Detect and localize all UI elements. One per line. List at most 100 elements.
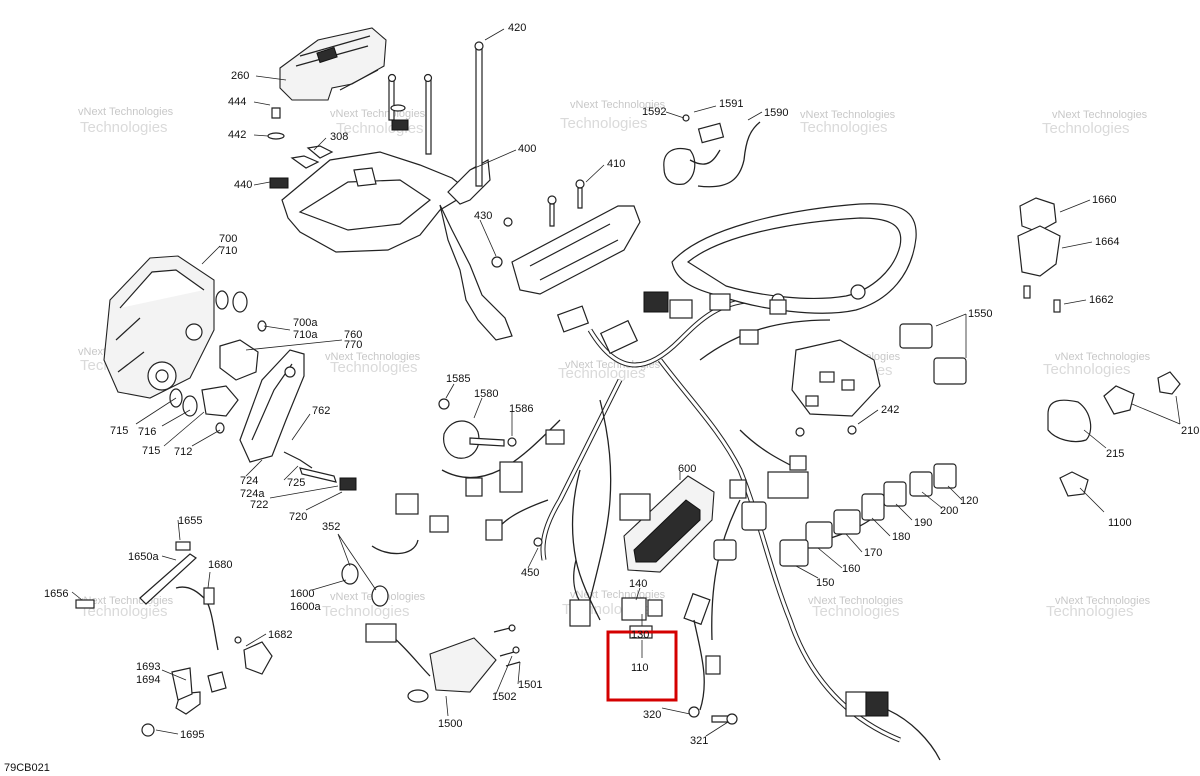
label-1693: 1693: [136, 661, 160, 673]
watermark-text: Technologies: [1042, 120, 1130, 137]
switch-210-part[interactable]: [1047, 371, 1181, 497]
label-1586: 1586: [509, 403, 533, 415]
dashboard-frame-part[interactable]: [671, 203, 917, 314]
label-308: 308: [330, 131, 348, 143]
label-410: 410: [607, 158, 625, 170]
label-712: 712: [174, 446, 192, 458]
watermark-text: Technologies: [560, 115, 648, 132]
label-442: 442: [228, 129, 246, 141]
label-1656: 1656: [44, 588, 68, 600]
label-1550: 1550: [968, 308, 992, 320]
label-1660: 1660: [1092, 194, 1116, 206]
label-760: 760: [344, 329, 362, 341]
pedal-housing-part[interactable]: [103, 255, 215, 399]
watermark-text: Technologies: [330, 359, 418, 376]
relay-bracket-part[interactable]: [491, 179, 641, 295]
label-1580: 1580: [474, 388, 498, 400]
label-725: 725: [287, 477, 305, 489]
label-762: 762: [312, 405, 330, 417]
label-1591: 1591: [719, 98, 743, 110]
label-1662: 1662: [1089, 294, 1113, 306]
screw-321-part[interactable]: [711, 713, 738, 725]
label-724: 724: [240, 475, 258, 487]
watermark-text: vNext Technologies: [1052, 109, 1148, 121]
label-1590: 1590: [764, 107, 788, 119]
fuse-box-242-part[interactable]: [791, 339, 881, 437]
connector-352-part[interactable]: [341, 493, 419, 607]
label-420: 420: [508, 22, 526, 34]
label-1100: 1100: [1108, 517, 1132, 529]
label-260: 260: [231, 70, 249, 82]
cable-1650a-part[interactable]: [75, 541, 219, 651]
watermark-text: Technologies: [812, 603, 900, 620]
label-1501: 1501: [518, 679, 542, 691]
connector-320-part[interactable]: [683, 592, 721, 718]
label-700a: 700a: [293, 317, 318, 329]
label-770: 770: [344, 339, 362, 351]
label-140: 140: [629, 578, 647, 590]
watermark-text: Technologies: [322, 603, 410, 620]
label-242: 242: [881, 404, 899, 416]
label-1695: 1695: [180, 729, 204, 741]
label-1655: 1655: [178, 515, 202, 527]
horn-1580-part[interactable]: [438, 398, 517, 459]
connector-450-part[interactable]: [533, 537, 591, 627]
relay-connector-set[interactable]: [713, 463, 957, 567]
label-190: 190: [914, 517, 932, 529]
watermark-text: vNext Technologies: [1055, 351, 1151, 363]
main-wiring-harness[interactable]: [441, 297, 901, 743]
pedal-lever-part[interactable]: [239, 349, 357, 491]
watermark-text: vNext Technologies: [570, 99, 666, 111]
label-1600a: 1600a: [290, 601, 321, 613]
watermark-text: Technologies: [1043, 361, 1131, 378]
label-1592: 1592: [642, 106, 666, 118]
watermark-text: Technologies: [336, 120, 424, 137]
pedal-spacer-parts[interactable]: [169, 290, 267, 434]
diagram-code: 79CB021: [4, 762, 50, 774]
watermark-text: Technologies: [80, 119, 168, 136]
bolt-fasteners[interactable]: [267, 41, 484, 189]
label-710: 710: [219, 245, 237, 257]
sensor-1590-part[interactable]: [663, 114, 761, 188]
sensor-1682-part[interactable]: [141, 636, 273, 737]
watermark-text: vNext Technologies: [325, 351, 421, 363]
label-722: 722: [250, 499, 268, 511]
watermark-text: vNext Technologies: [808, 595, 904, 607]
label-444: 444: [228, 96, 246, 108]
label-440: 440: [234, 179, 252, 191]
label-215: 215: [1106, 448, 1124, 460]
label-150: 150: [816, 577, 834, 589]
relay-1550-part[interactable]: [899, 323, 967, 385]
label-400: 400: [518, 143, 536, 155]
label-130: 130: [631, 629, 649, 641]
watermark-text: Technologies: [1046, 603, 1134, 620]
label-720: 720: [289, 511, 307, 523]
label-715-b: 715: [142, 445, 160, 457]
label-450: 450: [521, 567, 539, 579]
leader-lines: [71, 28, 1181, 737]
harness-tail-connector[interactable]: [845, 691, 941, 761]
watermark-text: vNext Technologies: [330, 108, 426, 120]
label-710a: 710a: [293, 329, 318, 341]
label-1650a: 1650a: [128, 551, 159, 563]
label-352: 352: [322, 521, 340, 533]
throttle-1500-part[interactable]: [365, 623, 521, 703]
label-170: 170: [864, 547, 882, 559]
upper-cover-part[interactable]: [279, 27, 387, 101]
part-labels: 420 260 444 442 308 440 400 410 430 1592…: [4, 22, 1199, 774]
watermark-text: Technologies: [800, 119, 888, 136]
instrument-cluster-part[interactable]: [619, 475, 715, 573]
label-700: 700: [219, 233, 237, 245]
connector-140-part[interactable]: [621, 597, 663, 621]
label-1694: 1694: [136, 674, 160, 686]
label-715-a: 715: [110, 425, 128, 437]
label-1664: 1664: [1095, 236, 1119, 248]
instrument-bracket-part[interactable]: [281, 151, 513, 341]
label-321: 321: [690, 735, 708, 747]
module-1660-part[interactable]: [1017, 197, 1061, 313]
watermark-text: vNext Technologies: [78, 106, 174, 118]
label-1585: 1585: [446, 373, 470, 385]
watermark-text: Technologies: [558, 365, 646, 382]
connector-cluster-upper[interactable]: [429, 291, 809, 541]
